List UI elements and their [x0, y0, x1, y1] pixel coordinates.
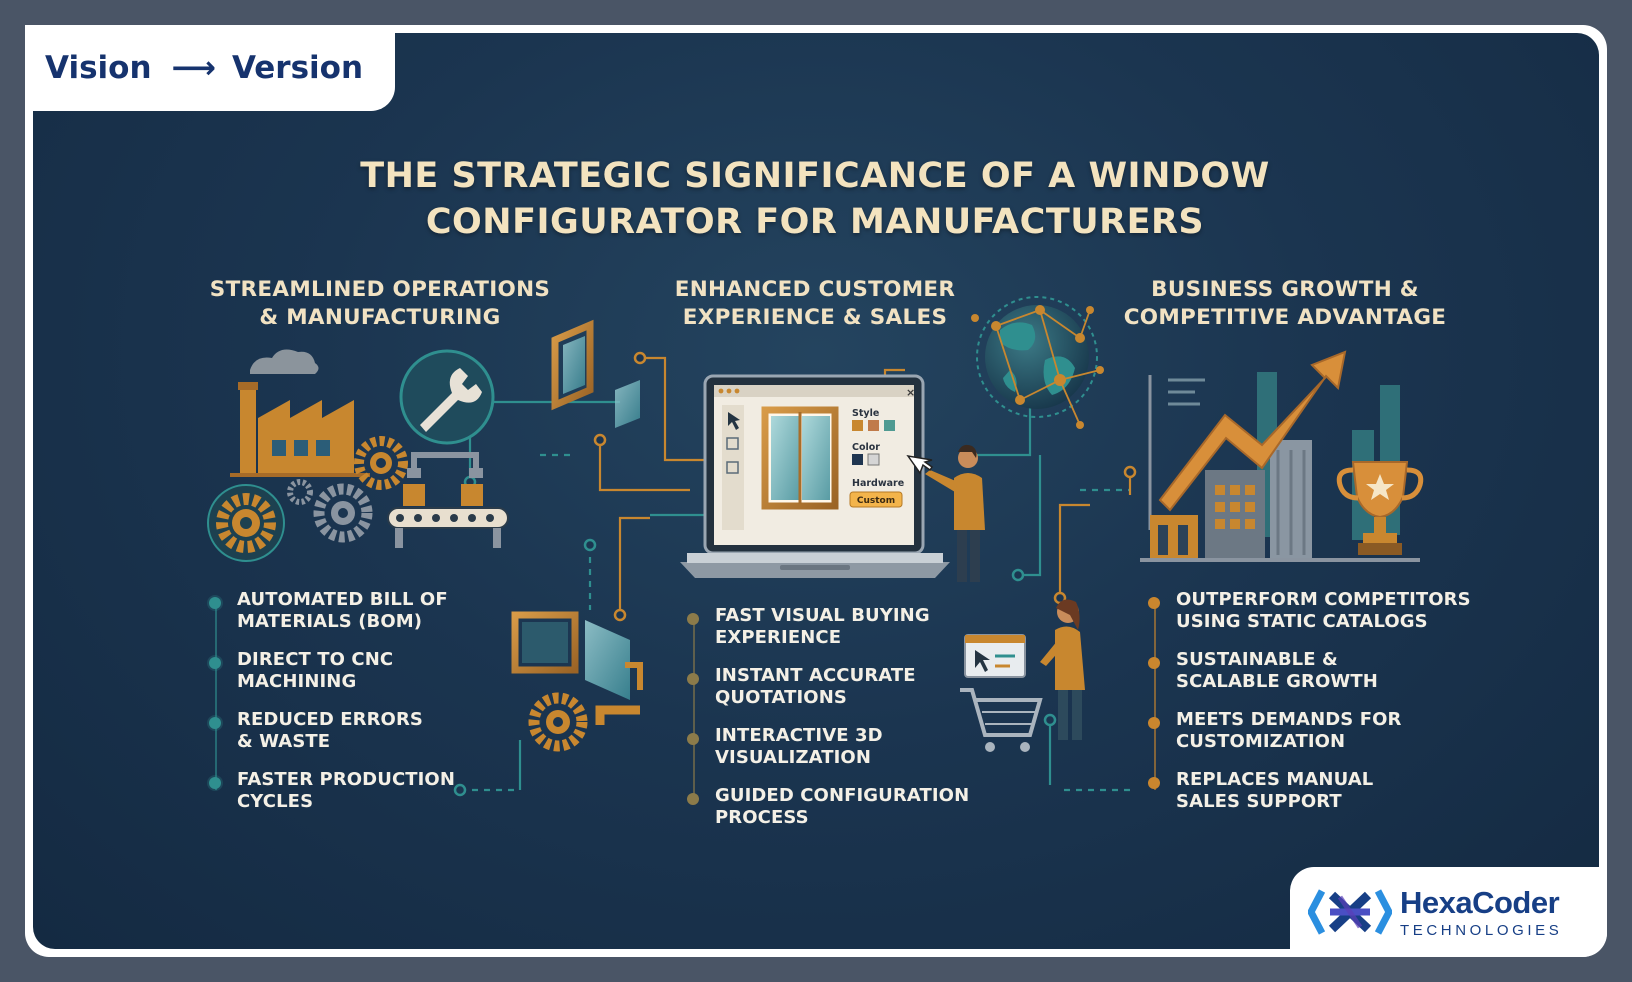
main-title-line2: CONFIGURATOR FOR MANUFACTURERS: [425, 202, 1205, 242]
list-item-text: USING STATIC CATALOGS: [1176, 611, 1428, 632]
screen-hardware-label: Hardware: [852, 478, 904, 489]
badge-version-text: Version: [231, 50, 364, 86]
screen-close-icon[interactable]: ×: [906, 386, 915, 399]
badge-vision-text: Vision: [45, 50, 152, 86]
globe-network-icon: [971, 296, 1104, 429]
column-heading-line: EXPERIENCE & SALES: [682, 305, 948, 330]
person-icon: [906, 444, 985, 582]
bullet-dot: [1148, 717, 1160, 729]
wrench-icon: [399, 349, 495, 445]
window-frame-icon: [511, 319, 643, 752]
list-item-text: FASTER PRODUCTION: [237, 769, 455, 790]
list-item-text: EXPERIENCE: [715, 627, 842, 648]
main-title: THE STRATEGIC SIGNIFICANCE OF A WINDOW C…: [300, 153, 1330, 245]
column-heading-line: COMPETITIVE ADVANTAGE: [1123, 305, 1447, 330]
trophy-icon: [1336, 461, 1424, 555]
bullet-dot: [687, 793, 699, 805]
conveyor-icon: [387, 452, 509, 548]
list-item-text: CUSTOMIZATION: [1176, 731, 1346, 752]
logo-subtitle: TECHNOLOGIES: [1400, 921, 1563, 939]
list-item-text: QUOTATIONS: [715, 687, 847, 708]
list-item-text: MACHINING: [237, 671, 357, 692]
column-heading-operations: STREAMLINED OPERATIONS & MANUFACTURING: [190, 276, 570, 332]
factory-icon: [230, 349, 370, 477]
list-item-text: MATERIALS (BOM): [237, 611, 423, 632]
hexacoder-logo-icon: [1308, 889, 1392, 935]
list-item-text: PROCESS: [715, 807, 809, 828]
bullet-dot: [209, 597, 221, 609]
list-item-text: MEETS DEMANDS FOR: [1176, 709, 1402, 730]
list-item-text: REDUCED ERRORS: [237, 709, 423, 730]
vision-version-badge: Vision ⟶ Version: [25, 25, 395, 111]
list-item-text: CYCLES: [237, 791, 314, 812]
bullet-dot: [687, 673, 699, 685]
laptop-icon: [680, 374, 950, 578]
list-item-text: & WASTE: [237, 731, 331, 752]
growth-arrow-icon: [1158, 350, 1347, 512]
list-item: REDUCED ERRORS& WASTE: [209, 709, 455, 753]
bullet-dot: [209, 777, 221, 789]
list-item-text: DIRECT TO CNC: [237, 649, 394, 670]
list-item-text: GUIDED CONFIGURATION: [715, 785, 970, 806]
list-item-text: SALES SUPPORT: [1176, 791, 1342, 812]
list-item-text: INSTANT ACCURATE: [715, 665, 916, 686]
column-heading-line: STREAMLINED OPERATIONS: [209, 277, 551, 302]
logo-name: HexaCoder: [1400, 884, 1560, 920]
bullet-dot: [687, 613, 699, 625]
custom-button[interactable]: Custom: [857, 496, 895, 506]
column-heading-line: & MANUFACTURING: [259, 305, 501, 330]
bullet-dot: [209, 717, 221, 729]
list-item-text: REPLACES MANUAL: [1176, 769, 1374, 790]
bullet-dot: [687, 733, 699, 745]
bullet-dot: [1148, 597, 1160, 609]
list-item-text: FAST VISUAL BUYING: [715, 605, 930, 626]
gear-icon: [207, 436, 408, 562]
screen-color-label: Color: [852, 442, 880, 453]
column-heading-growth: BUSINESS GROWTH & COMPETITIVE ADVANTAGE: [1100, 276, 1470, 332]
list-item-text: AUTOMATED BILL OF: [237, 589, 448, 610]
column-heading-line: ENHANCED CUSTOMER: [674, 277, 956, 302]
bullet-dot: [1148, 777, 1160, 789]
long-arrow-icon: ⟶: [171, 50, 216, 86]
hexacoder-logo: HexaCoder TECHNOLOGIES: [1290, 867, 1607, 957]
list-item-text: SCALABLE GROWTH: [1176, 671, 1378, 692]
list-item-text: INTERACTIVE 3D: [715, 725, 883, 746]
list-item-text: VISUALIZATION: [715, 747, 871, 768]
bullet-dot: [1148, 657, 1160, 669]
shopping-cart-icon: [960, 599, 1085, 752]
column-heading-line: BUSINESS GROWTH &: [1151, 277, 1419, 302]
list-item-text: OUTPERFORM COMPETITORS: [1176, 589, 1471, 610]
logo-text: HexaCoder TECHNOLOGIES: [1400, 887, 1562, 938]
main-title-line1: THE STRATEGIC SIGNIFICANCE OF A WINDOW: [360, 156, 1270, 196]
bullet-dot: [209, 657, 221, 669]
screen-style-label: Style: [852, 408, 879, 419]
column-heading-customer: ENHANCED CUSTOMER EXPERIENCE & SALES: [640, 276, 990, 332]
list-item: SUSTAINABLE &SCALABLE GROWTH: [1148, 649, 1471, 693]
list-item-text: SUSTAINABLE &: [1176, 649, 1338, 670]
